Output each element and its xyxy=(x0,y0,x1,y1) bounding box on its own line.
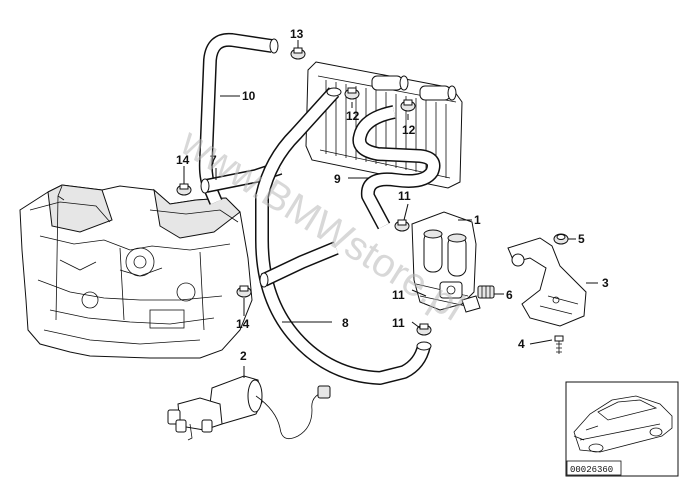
reference-number: 00026360 xyxy=(570,465,613,475)
callout-14-lower: 14 xyxy=(236,317,250,331)
clamp-13 xyxy=(290,47,306,60)
clamp-12a xyxy=(344,87,360,100)
clamp-14a xyxy=(176,183,192,196)
callout-12-left: 12 xyxy=(346,109,360,123)
callout-2: 2 xyxy=(240,349,247,363)
vehicle-thumbnail-illustration xyxy=(573,395,673,453)
hose-branch xyxy=(261,241,339,287)
callout-10: 10 xyxy=(242,89,256,103)
callout-6: 6 xyxy=(506,288,513,302)
clamp-11c xyxy=(416,323,432,336)
leader-lines xyxy=(183,40,598,378)
clamp-12b xyxy=(400,99,416,112)
screw-4 xyxy=(554,335,564,354)
callout-12-right: 12 xyxy=(402,123,416,137)
callout-11-upper: 11 xyxy=(398,189,411,203)
grommet-5 xyxy=(553,233,569,245)
clamp-11a xyxy=(394,219,410,232)
connector-6 xyxy=(477,285,495,299)
callout-9: 9 xyxy=(334,172,341,186)
engine-block-illustration xyxy=(19,184,253,359)
callout-11-middle: 11 xyxy=(392,288,405,302)
callout-14-upper: 14 xyxy=(176,153,190,167)
vehicle-thumbnail-panel: 00026360 xyxy=(565,381,679,477)
water-valve-illustration xyxy=(411,211,481,313)
bracket-illustration xyxy=(507,237,587,327)
callout-8: 8 xyxy=(342,316,349,330)
auxiliary-pump-illustration xyxy=(167,375,331,441)
callout-7: 7 xyxy=(210,153,217,167)
hose-8 xyxy=(255,87,431,385)
callout-4: 4 xyxy=(518,337,525,351)
callout-3: 3 xyxy=(602,276,609,290)
callout-1: 1 xyxy=(474,213,481,227)
callout-13: 13 xyxy=(290,27,304,41)
callout-11-lower: 11 xyxy=(392,316,405,330)
clamp-14b xyxy=(236,285,252,298)
callout-5: 5 xyxy=(578,232,585,246)
callout-labels: 1 2 3 4 5 6 7 8 9 10 11 11 11 12 12 13 1… xyxy=(176,27,609,363)
hose-9 xyxy=(352,105,441,230)
